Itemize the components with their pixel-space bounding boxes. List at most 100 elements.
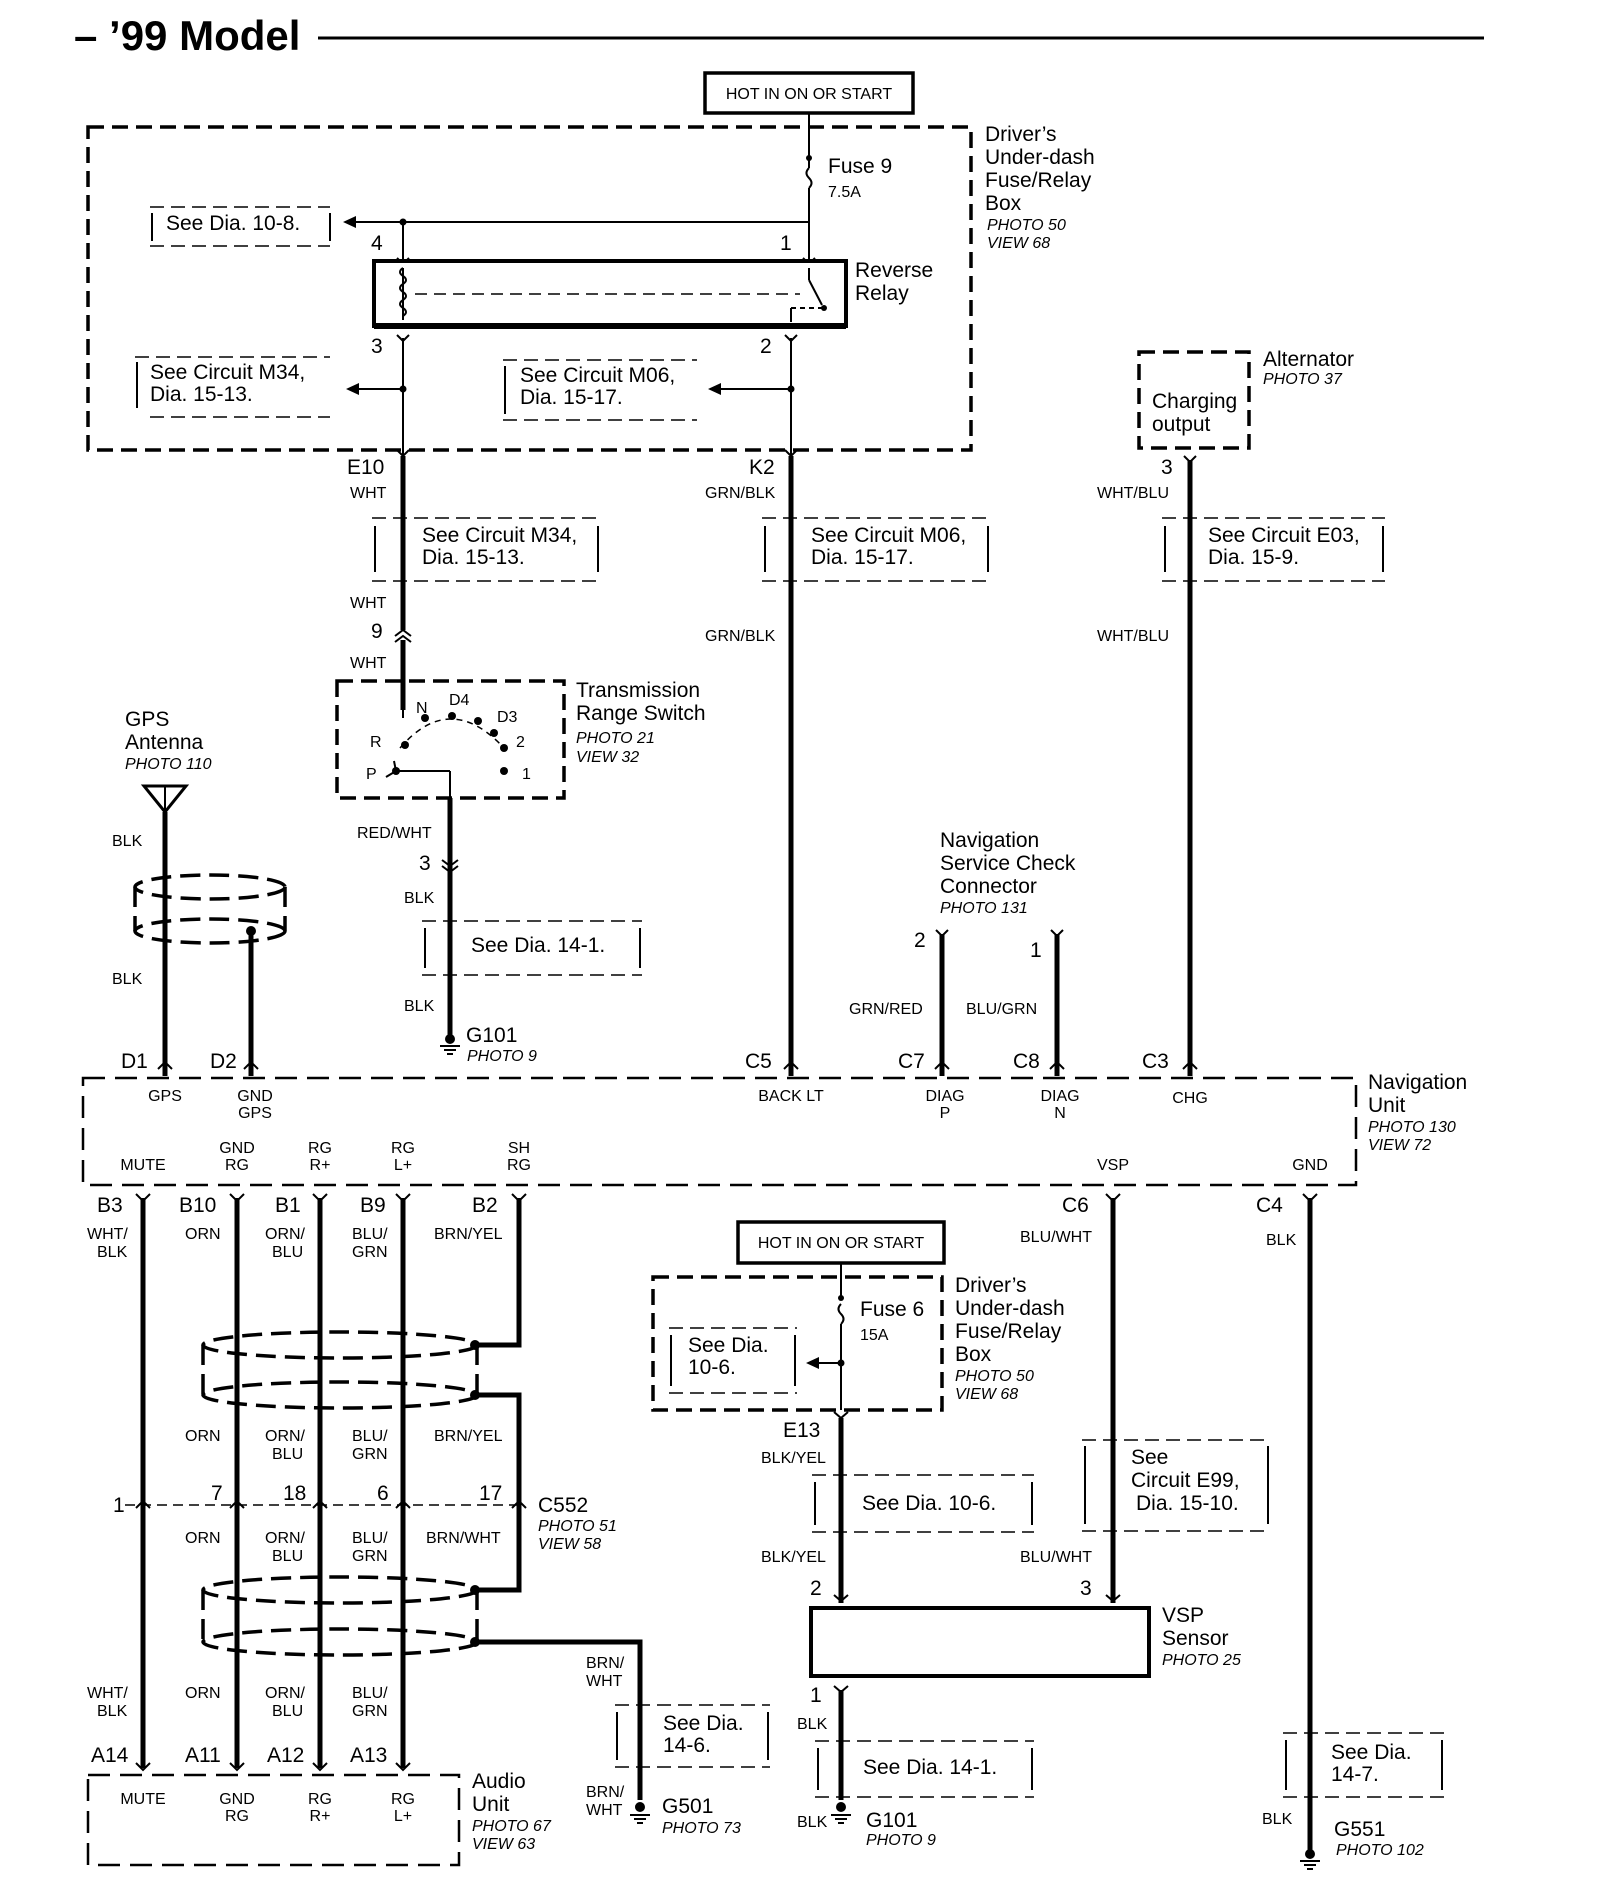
svg-text:Antenna: Antenna [125,731,204,754]
fuse9-rating: 7.5A [828,184,861,201]
ref-14-1-vsp: See Dia. 14-1. [815,1740,1034,1798]
svg-text:See Circuit E03,: See Circuit E03, [1208,524,1360,547]
svg-text:Driver’s: Driver’s [955,1274,1027,1297]
svg-text:PHOTO 131: PHOTO 131 [940,900,1028,917]
alternator-label: Alternator [1263,348,1354,371]
svg-text:D3: D3 [497,709,518,726]
svg-text:GND: GND [219,1140,255,1157]
svg-text:See: See [1131,1446,1168,1469]
pin-e13: E13 [783,1419,820,1442]
ref-10-6-mid: See Dia. 10-6. [669,1327,797,1394]
ref-14-7: See Dia. 14-7. [1283,1732,1445,1798]
svg-text:BLK: BLK [97,1703,128,1720]
svg-text:Charging: Charging [1152,390,1237,413]
relay-pin-3: 3 [371,335,383,358]
wire-label-gps-blk-1: BLK [112,833,143,850]
audio-unit [86,1773,461,1867]
svg-text:WHT/: WHT/ [87,1226,128,1243]
wire-label-grnblk-2: GRN/BLK [705,628,776,645]
svg-text:Box: Box [955,1343,992,1366]
ref-e99: See Circuit E99, Dia. 15-10. [1082,1439,1270,1532]
ref-m06-top: See Circuit M06, Dia. 15-17. [503,359,697,421]
svg-text:VIEW 68: VIEW 68 [987,235,1050,252]
wire-label-blkyel-2: BLK/YEL [761,1549,826,1566]
trs-pin-3: 3 [419,852,431,875]
nav-check-pin-2: 2 [914,929,926,952]
svg-text:PHOTO 21: PHOTO 21 [576,730,655,747]
svg-text:GRN: GRN [352,1446,388,1463]
svg-text:1: 1 [522,766,531,783]
wire-label-bluwht-1: BLU/WHT [1020,1229,1092,1246]
navigation-unit [81,1076,1358,1187]
hot-in-on-box-2 [736,1220,946,1265]
vsp-sensor-label: VSP Sensor PHOTO 25 [1162,1604,1241,1669]
trs-label: Transmission Range Switch PHOTO 21 VIEW … [576,679,706,766]
svg-text:GND: GND [1292,1157,1328,1174]
svg-text:Driver’s: Driver’s [985,123,1057,146]
svg-text:Dia. 15-10.: Dia. 15-10. [1136,1492,1239,1515]
audio-wire-labels-4: WHT/ BLK ORN ORN/ BLU BLU/ GRN BRN/ WHT [87,1655,625,1720]
wire-label-blk-trs: BLK [404,890,435,907]
svg-text:PHOTO 67: PHOTO 67 [472,1818,552,1835]
svg-text:P: P [366,766,377,783]
fuse-relay-box-mid-label: Driver’s Under-dash Fuse/Relay Box PHOTO… [955,1274,1065,1403]
svg-text:PHOTO 25: PHOTO 25 [1162,1652,1241,1669]
svg-text:BRN/: BRN/ [586,1655,625,1672]
ref-14-6: See Dia. 14-6. [615,1704,770,1768]
nav-bottom-terminals: MUTE GND RG RG R+ RG L+ SH RG VSP GND [120,1140,1327,1174]
c552-pin-1: 1 [113,1494,125,1517]
c552-pin-18: 18 [283,1482,306,1505]
svg-text:MUTE: MUTE [120,1791,165,1808]
hot-in-on-label-2: HOT IN ON OR START [758,1235,924,1252]
svg-text:Fuse/Relay: Fuse/Relay [955,1320,1062,1343]
page-title: – ’99 Model [74,12,300,59]
nav-pin-c4: C4 [1256,1194,1283,1217]
wire-label-blk-trs-2: BLK [404,998,435,1015]
wire-label-c4-blk-2: BLK [1262,1811,1293,1828]
audio-pin-a11: A11 [185,1744,221,1767]
nav-pin-d1: D1 [121,1050,148,1073]
svg-text:VIEW 32: VIEW 32 [576,749,639,766]
svg-text:Connector: Connector [940,875,1037,898]
svg-text:CHG: CHG [1172,1090,1208,1107]
c552-pin-6: 6 [377,1482,389,1505]
pin-k2: K2 [749,456,775,479]
alternator-photo: PHOTO 37 [1263,371,1343,388]
svg-text:GND: GND [219,1791,255,1808]
ref-m34-top: See Circuit M34, Dia. 15-13. [135,356,330,418]
svg-text:See Circuit M34,: See Circuit M34, [422,524,577,547]
alternator-output-label: Charging output [1152,390,1237,436]
ref-10-6-wire: See Dia. 10-6. [812,1474,1034,1533]
hot-in-on-label: HOT IN ON OR START [726,86,892,103]
svg-text:Box: Box [985,192,1022,215]
svg-text:10-6.: 10-6. [688,1356,736,1379]
nav-pin-c8: C8 [1013,1050,1040,1073]
svg-text:WHT/: WHT/ [87,1685,128,1702]
nav-pin-b1: B1 [275,1194,301,1217]
svg-text:14-6.: 14-6. [663,1734,711,1757]
c552-pin-17: 17 [479,1482,502,1505]
svg-text:BLU/: BLU/ [352,1226,388,1243]
alternator-pin-3: 3 [1161,456,1173,479]
wire-label-gps-blk-2: BLK [112,971,143,988]
wire-label-c4-blk-1: BLK [1266,1232,1297,1249]
ground-g501-icon [630,1802,650,1824]
svg-text:RG: RG [225,1157,249,1174]
svg-text:Audio: Audio [472,1770,526,1793]
svg-text:ORN/: ORN/ [265,1428,306,1445]
gps-shield-icon [133,873,287,945]
nav-pin-c3: C3 [1142,1050,1169,1073]
svg-text:ORN: ORN [185,1685,221,1702]
svg-text:RG: RG [391,1140,415,1157]
svg-text:Unit: Unit [1368,1094,1406,1117]
nav-pin-b10: B10 [179,1194,216,1217]
svg-text:PHOTO 50: PHOTO 50 [987,217,1066,234]
svg-text:N: N [1054,1105,1066,1122]
reverse-relay-label: Reverse Relay [855,259,933,305]
vsp-sensor [809,1606,1151,1678]
svg-text:2: 2 [516,734,525,751]
svg-text:VIEW 63: VIEW 63 [472,1836,535,1853]
svg-text:VIEW 58: VIEW 58 [538,1536,601,1553]
svg-text:BRN/YEL: BRN/YEL [434,1226,503,1243]
fuse6-rating: 15A [860,1327,889,1344]
